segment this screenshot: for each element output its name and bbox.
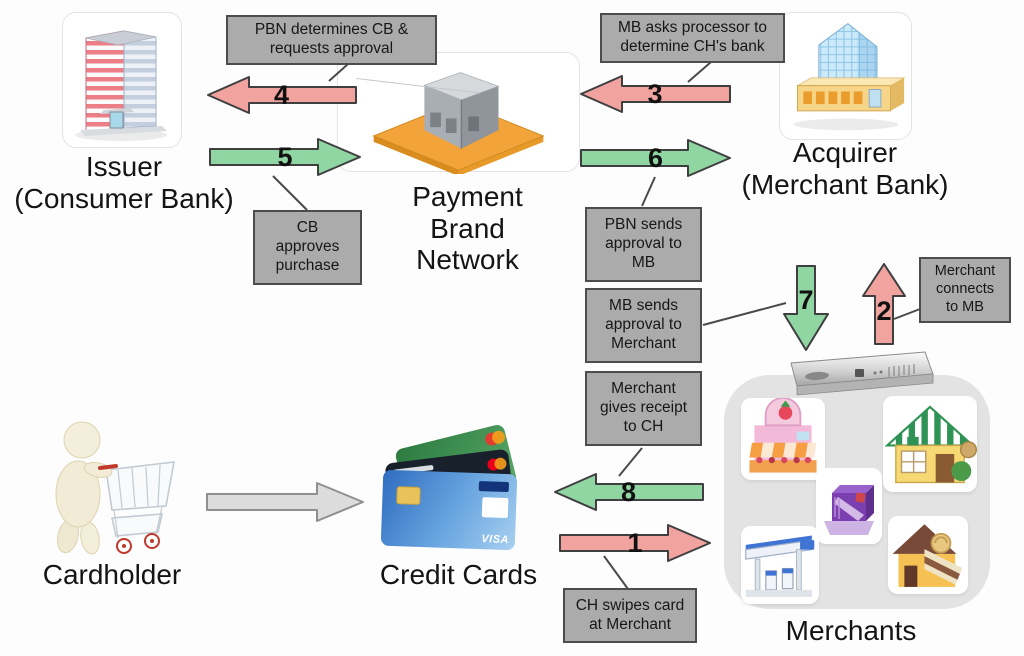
cardholder-label: Cardholder — [42, 559, 182, 590]
issuer-label: Issuer(Consumer Bank) — [0, 151, 248, 214]
callout-step1-note: CH swipes card at Merchant — [563, 588, 697, 643]
acquirer-subname: (Merchant Bank) — [741, 168, 949, 200]
arrow-step4: 4 — [205, 75, 358, 115]
callout-step5-note: CB approves purchase — [253, 210, 362, 285]
arrow-step3: 3 — [578, 74, 732, 114]
issuer-name: Issuer — [85, 151, 163, 182]
grocery-store-icon — [883, 396, 977, 492]
arrow-step5: 5 — [208, 137, 362, 177]
arrow-step3-number: 3 — [647, 78, 663, 109]
callout-step6-note: PBN sends approval to MB — [585, 207, 702, 282]
gas-station-icon — [741, 526, 819, 604]
credit-cards-icon: VISA — [380, 423, 525, 556]
callout-step8-note: Merchant gives receipt to CH — [585, 371, 702, 446]
arrow-step4-number: 4 — [273, 79, 290, 110]
fruit-store-icon — [741, 398, 825, 480]
theater-store-icon — [816, 468, 882, 544]
credit-cards-label: Credit Cards — [379, 559, 538, 590]
issuer-subname: (Consumer Bank) — [14, 182, 234, 214]
arrow-step2-number: 2 — [876, 295, 892, 326]
arrow-step1: 1 — [558, 523, 712, 563]
arrow-step5-number: 5 — [277, 141, 293, 172]
visa-badge: VISA — [481, 533, 510, 547]
arrow-step1-number: 1 — [627, 527, 643, 558]
payment-network-icon — [356, 56, 561, 176]
acquirer-building-icon — [782, 14, 908, 136]
arrow-step2: 2 — [861, 262, 907, 346]
callout-step3-note: MB asks processor to determine CH's bank — [600, 13, 785, 63]
payment-brand-network-label: Payment Brand Network — [412, 181, 523, 276]
arrow-step7: 7 — [782, 264, 830, 352]
arrow-step7-number: 7 — [798, 284, 814, 315]
arrow-step8: 8 — [552, 472, 705, 512]
merchants-label: Merchants — [785, 615, 917, 646]
acquirer-label: Acquirer(Merchant Bank) — [733, 137, 957, 200]
cardholder-icon — [48, 408, 188, 558]
arrow-step6-number: 6 — [647, 142, 664, 173]
arrow-step8-number: 8 — [620, 476, 637, 507]
callout-step4-note: PBN determines CB & requests approval — [226, 15, 437, 65]
issuer-building-icon — [66, 14, 176, 142]
arrow-cardholder-to-cards — [205, 481, 365, 523]
arrow-step6: 6 — [579, 138, 732, 178]
callout-step2-note: Merchant connects to MB — [919, 257, 1011, 323]
acquirer-name: Acquirer — [792, 137, 898, 168]
blue-card: VISA — [380, 469, 518, 551]
callout-step7-note: MB sends approval to Merchant — [585, 288, 702, 363]
network-router-icon — [781, 349, 936, 397]
house-store-icon — [888, 516, 968, 594]
